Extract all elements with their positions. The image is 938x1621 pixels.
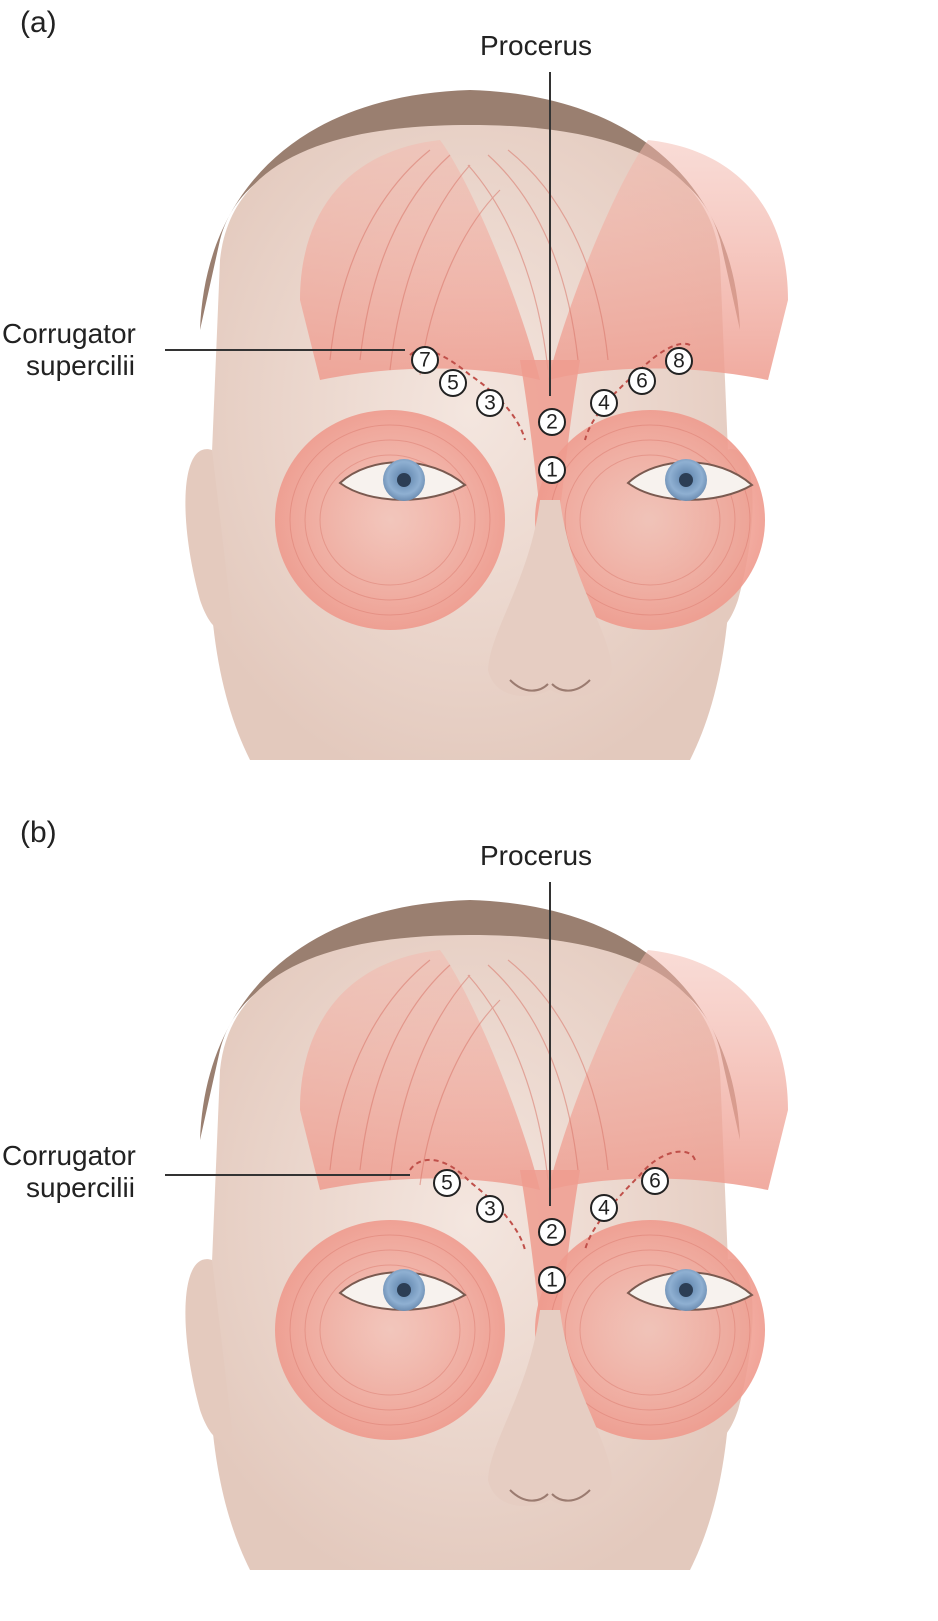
svg-text:2: 2 [546,411,558,434]
orbicularis-fibers [289,424,751,616]
frontalis-right [548,140,788,380]
panel-letter-a: (a) [20,6,57,39]
point-2: 2 [538,1218,566,1246]
point-1: 1 [538,456,566,484]
point-5: 5 [433,1169,461,1197]
injection-points-b: 1 2 3 4 5 6 [433,1167,669,1294]
svg-text:6: 6 [649,1170,661,1193]
frontalis-left [300,950,540,1190]
face-illustration-b: 1 2 3 4 5 6 [165,882,788,1570]
procerus-label: Procerus [480,840,593,871]
corrugator-left-outline [409,1158,526,1251]
corrugator-label-line1: Corrugator [2,318,136,349]
svg-text:1: 1 [546,459,558,482]
point-3: 3 [476,389,504,417]
svg-text:8: 8 [673,350,685,373]
point-2: 2 [538,408,566,436]
orbicularis-left [275,1220,505,1440]
point-6: 6 [641,1167,669,1195]
point-8: 8 [665,347,693,375]
orbicularis-left [275,410,505,630]
frontalis-left [300,140,540,380]
svg-text:3: 3 [484,1198,496,1221]
procerus-label: Procerus [480,30,593,61]
corrugator-label-line2: supercilii [26,350,135,382]
svg-text:5: 5 [441,1172,453,1195]
point-5: 5 [439,369,467,397]
svg-text:1: 1 [546,1269,558,1292]
corrugator-label-line2: supercilii [26,1172,135,1204]
frontalis-fibers [329,959,609,1186]
point-7: 7 [411,346,439,374]
point-3: 3 [476,1195,504,1223]
orbicularis-fibers [289,1234,751,1426]
svg-text:3: 3 [484,392,496,415]
svg-text:5: 5 [447,372,459,395]
panel-a: 1 2 3 4 5 6 7 8 (a) Procerus Corrugator … [0,0,938,810]
point-4: 4 [590,389,618,417]
nose [488,1310,612,1506]
point-1: 1 [538,1266,566,1294]
svg-text:2: 2 [546,1221,558,1244]
left-ear [185,1259,232,1441]
nose [488,500,612,696]
corrugator-label: Corrugator supercilii [2,1140,136,1204]
injection-points-a: 1 2 3 4 5 6 7 8 [411,346,693,484]
frontalis-right [548,950,788,1190]
face-illustration-a: 1 2 3 4 5 6 7 8 [165,72,788,760]
svg-text:7: 7 [419,349,431,372]
point-4: 4 [590,1194,618,1222]
point-6: 6 [628,367,656,395]
panel-b: 1 2 3 4 5 6 (b) Procerus Corrugator supe… [0,810,938,1620]
corrugator-right-outline [584,1150,696,1251]
left-ear [185,449,232,631]
svg-text:4: 4 [598,1197,610,1220]
corrugator-label: Corrugator supercilii [2,318,136,382]
panel-letter-b: (b) [20,816,57,849]
corrugator-label-line1: Corrugator [2,1140,136,1171]
svg-text:4: 4 [598,392,610,415]
svg-text:6: 6 [636,370,648,393]
